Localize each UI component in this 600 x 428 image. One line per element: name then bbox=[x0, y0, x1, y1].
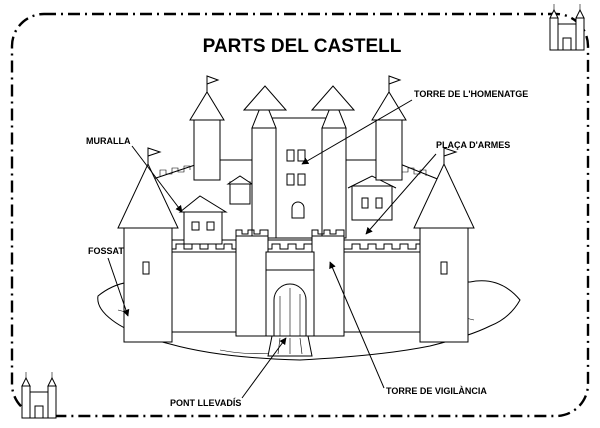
page-title: PARTS DEL CASTELL bbox=[203, 36, 402, 57]
label-placa: PLAÇA D'ARMES bbox=[365, 140, 510, 235]
front-left-tower bbox=[117, 147, 179, 343]
label-pont-text: PONT LLEVADÍS bbox=[170, 398, 241, 408]
arrow-homenatge bbox=[301, 99, 413, 165]
back-right-tower bbox=[371, 75, 407, 181]
label-vigilancia-text: TORRE DE VIGILÀNCIA bbox=[386, 386, 487, 396]
label-fossat-text: FOSSAT bbox=[88, 246, 124, 256]
arrow-muralla bbox=[131, 145, 183, 213]
gatehouse bbox=[265, 251, 315, 337]
back-left-tower bbox=[189, 75, 225, 181]
arrow-placa bbox=[365, 153, 437, 235]
page-border bbox=[10, 12, 590, 418]
arrow-pont bbox=[241, 337, 287, 399]
label-placa-text: PLAÇA D'ARMES bbox=[436, 140, 510, 150]
front-right-tower bbox=[413, 147, 475, 343]
arrow-fossat bbox=[107, 257, 130, 317]
corner-castle-icon-top-right bbox=[549, 4, 585, 51]
label-muralla: MURALLA bbox=[86, 136, 183, 213]
arrow-vigilancia bbox=[329, 261, 385, 389]
castle-illustration bbox=[97, 75, 521, 361]
label-vigilancia: TORRE DE VIGILÀNCIA bbox=[329, 261, 487, 396]
label-homenatge: TORRE DE L'HOMENATGE bbox=[301, 89, 528, 165]
label-pont: PONT LLEVADÍS bbox=[170, 337, 287, 408]
inner-house bbox=[178, 195, 228, 245]
keep-tower bbox=[242, 85, 356, 239]
label-muralla-text: MURALLA bbox=[86, 136, 131, 146]
label-homenatge-text: TORRE DE L'HOMENATGE bbox=[414, 89, 528, 99]
corner-castle-icon-bottom-left bbox=[21, 372, 57, 419]
label-fossat: FOSSAT bbox=[88, 246, 130, 317]
